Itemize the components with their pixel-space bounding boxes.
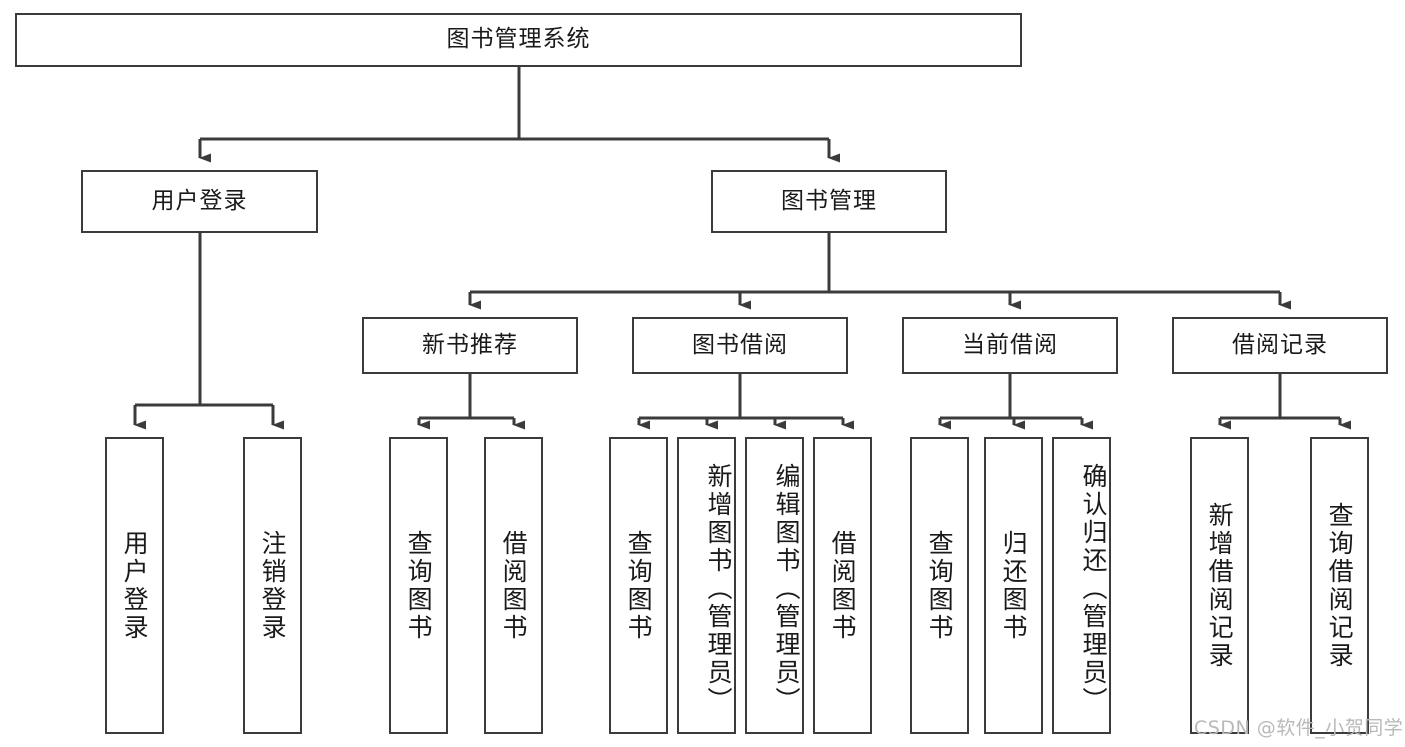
node-label: 查询图书 bbox=[925, 529, 955, 642]
node-label: 编辑图书（管理员） bbox=[772, 462, 801, 715]
node-label: 新书推荐 bbox=[422, 331, 518, 358]
node-label: 借阅图书 bbox=[828, 529, 858, 642]
node-label: 新增借阅记录 bbox=[1205, 501, 1235, 670]
node-leaf-11[interactable]: 确认归还（管理员） bbox=[1052, 437, 1111, 734]
node-label: 图书借阅 bbox=[692, 331, 788, 358]
node-label: 确认归还（管理员） bbox=[1079, 462, 1108, 715]
node-l3-2[interactable]: 图书借阅 bbox=[632, 317, 848, 374]
node-label: 借阅记录 bbox=[1232, 331, 1328, 358]
node-leaf-5[interactable]: 查询图书 bbox=[609, 437, 668, 734]
node-leaf-10[interactable]: 归还图书 bbox=[984, 437, 1043, 734]
node-leaf-8[interactable]: 借阅图书 bbox=[813, 437, 872, 734]
node-label: 归还图书 bbox=[999, 529, 1029, 642]
node-l3-3[interactable]: 当前借阅 bbox=[902, 317, 1118, 374]
node-label: 当前借阅 bbox=[962, 331, 1058, 358]
watermark: CSDN @软件_小贺同学 bbox=[1194, 717, 1404, 739]
node-label: 新增图书（管理员） bbox=[704, 462, 733, 715]
node-label: 查询借阅记录 bbox=[1325, 501, 1355, 670]
node-l2-2[interactable]: 图书管理 bbox=[711, 170, 947, 233]
node-label: 借阅图书 bbox=[499, 529, 529, 642]
node-label: 图书管理系统 bbox=[446, 26, 591, 53]
node-l2-1[interactable]: 用户登录 bbox=[81, 170, 318, 233]
node-label: 查询图书 bbox=[624, 529, 654, 642]
node-label: 用户登录 bbox=[120, 529, 150, 642]
node-leaf-3[interactable]: 查询图书 bbox=[389, 437, 448, 734]
node-leaf-6[interactable]: 新增图书（管理员） bbox=[677, 437, 736, 734]
node-leaf-7[interactable]: 编辑图书（管理员） bbox=[745, 437, 804, 734]
node-leaf-12[interactable]: 新增借阅记录 bbox=[1190, 437, 1249, 734]
node-l3-1[interactable]: 新书推荐 bbox=[362, 317, 578, 374]
node-leaf-9[interactable]: 查询图书 bbox=[910, 437, 969, 734]
node-label: 图书管理 bbox=[781, 187, 877, 214]
node-leaf-4[interactable]: 借阅图书 bbox=[484, 437, 543, 734]
node-l3-4[interactable]: 借阅记录 bbox=[1172, 317, 1388, 374]
node-leaf-13[interactable]: 查询借阅记录 bbox=[1310, 437, 1369, 734]
node-leaf-2[interactable]: 注销登录 bbox=[243, 437, 302, 734]
node-label: 用户登录 bbox=[151, 187, 248, 214]
node-label: 查询图书 bbox=[404, 529, 434, 642]
node-root[interactable]: 图书管理系统 bbox=[15, 13, 1022, 67]
node-leaf-1[interactable]: 用户登录 bbox=[105, 437, 164, 734]
node-label: 注销登录 bbox=[258, 529, 288, 642]
